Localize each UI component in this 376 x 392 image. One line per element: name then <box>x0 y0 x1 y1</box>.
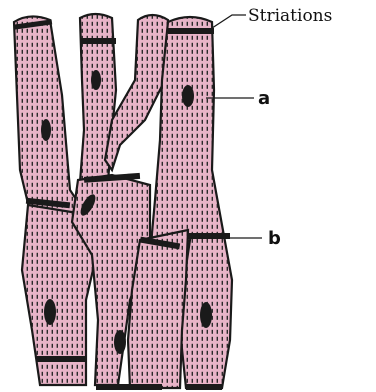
intercalated-disc <box>96 384 162 390</box>
label-b: b <box>268 228 281 249</box>
fiber-left-upper <box>14 16 82 222</box>
label-a: a <box>258 88 270 109</box>
nucleus <box>44 299 56 325</box>
nucleus <box>91 70 101 90</box>
nucleus <box>114 330 126 354</box>
intercalated-disc <box>186 384 222 390</box>
nucleus <box>200 302 212 328</box>
fiber-right-lower-branch <box>128 230 188 388</box>
nucleus <box>41 119 51 141</box>
nucleus <box>182 85 194 107</box>
intercalated-disc <box>36 356 86 362</box>
striations-label: Striations <box>248 6 332 26</box>
intercalated-disc <box>80 38 116 44</box>
